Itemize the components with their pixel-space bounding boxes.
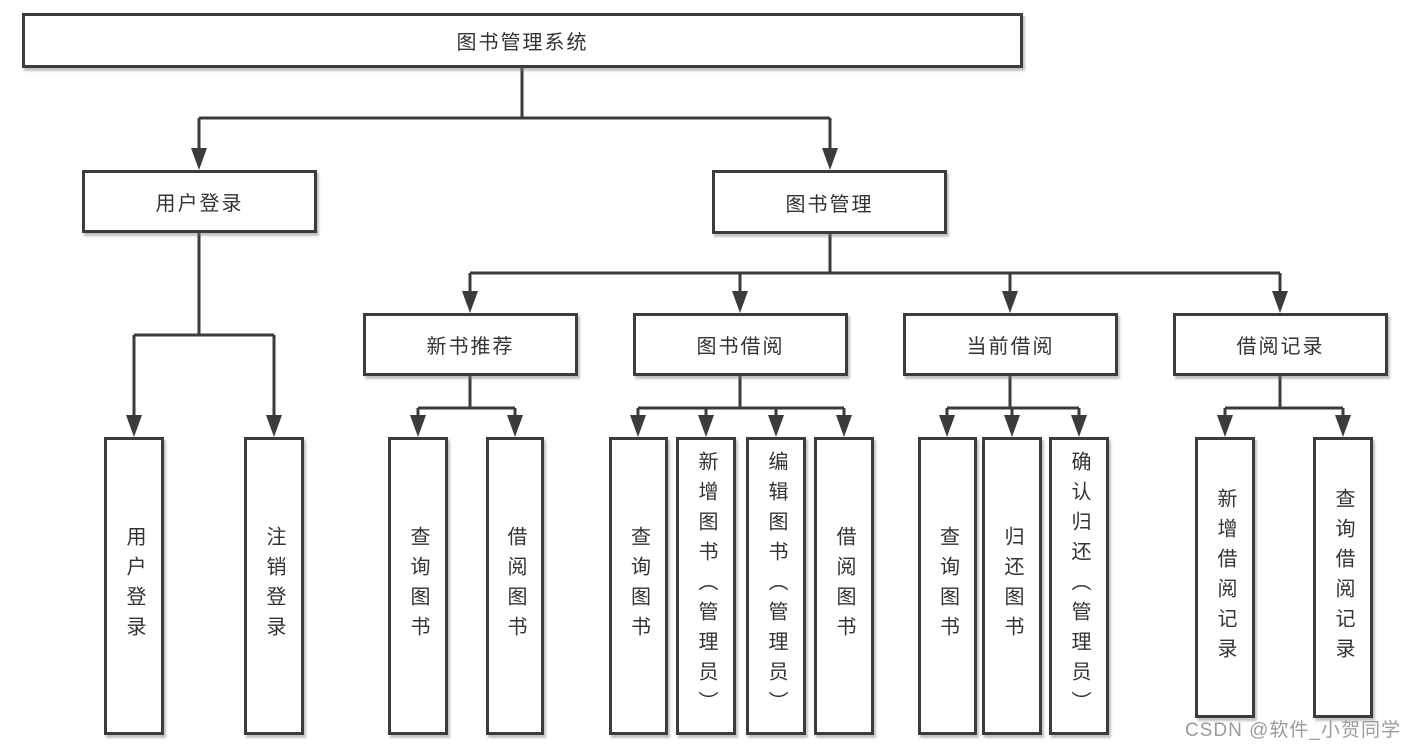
node-library-management-system: 图书管理系统 — [22, 13, 1023, 68]
node-user-login: 用户登录 — [82, 170, 317, 233]
node-book-management: 图书管理 — [712, 170, 947, 234]
leaf-query-books-recommend: 查询图书 — [388, 437, 448, 735]
leaf-borrow-books: 借阅图书 — [814, 437, 874, 735]
leaf-edit-books-admin: 编辑图书（管理员） — [746, 437, 806, 735]
node-current-borrow: 当前借阅 — [903, 313, 1118, 376]
leaf-add-borrow-record: 新增借阅记录 — [1195, 437, 1255, 718]
node-book-borrow: 图书借阅 — [633, 313, 848, 376]
leaf-user-login: 用户登录 — [104, 437, 164, 735]
leaf-borrow-books-recommend: 借阅图书 — [486, 437, 544, 735]
csdn-watermark: CSDN @软件_小贺同学 — [1185, 720, 1401, 741]
arrowhead-icons — [126, 148, 1351, 437]
leaf-return-books: 归还图书 — [982, 437, 1042, 735]
leaf-add-books-admin: 新增图书（管理员） — [676, 437, 736, 735]
leaf-logout: 注销登录 — [244, 437, 304, 735]
node-new-book-recommend: 新书推荐 — [363, 313, 578, 376]
leaf-confirm-return-admin: 确认归还（管理员） — [1049, 437, 1109, 735]
leaf-query-books-current: 查询图书 — [918, 437, 977, 735]
leaf-query-books-borrow: 查询图书 — [609, 437, 668, 735]
leaf-query-borrow-record: 查询借阅记录 — [1313, 437, 1373, 718]
node-borrow-record: 借阅记录 — [1173, 313, 1388, 376]
